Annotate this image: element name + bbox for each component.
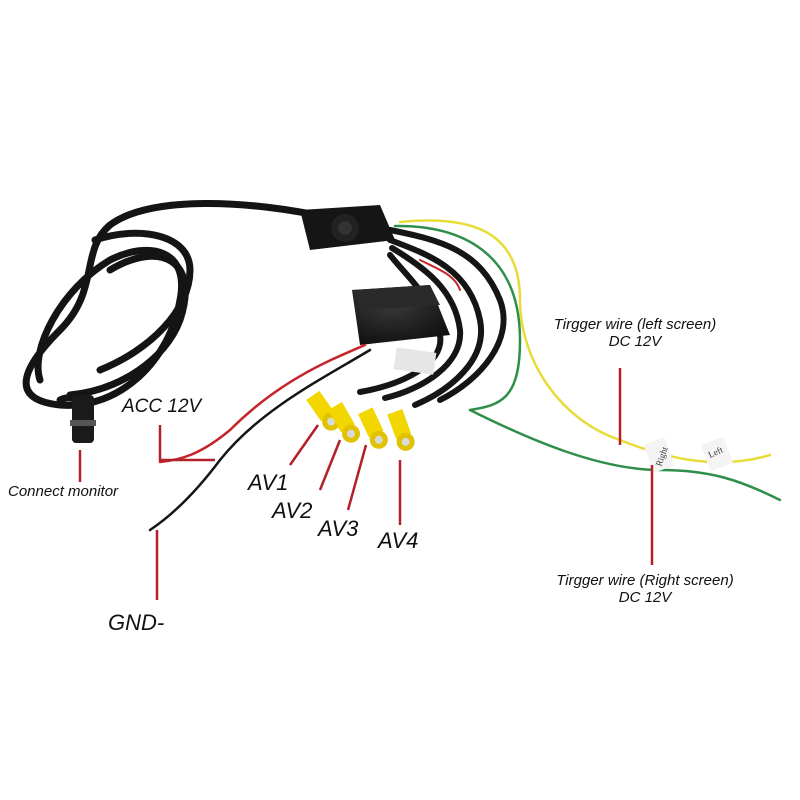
rca-connector-av4 — [387, 409, 415, 451]
callout-av3 — [346, 444, 368, 511]
label-trigger-left: Tirgger wire (left screen) DC 12V — [530, 316, 740, 350]
label-av1: AV1 — [248, 470, 289, 495]
rca-connector-av3 — [358, 407, 388, 449]
power-leads — [148, 343, 372, 532]
callout-lines — [78, 368, 654, 600]
control-box — [352, 285, 450, 375]
rca-connectors — [306, 390, 415, 451]
wire-tags: Right Left — [643, 436, 734, 473]
coiled-cable — [22, 200, 334, 409]
splitter-junction — [300, 205, 395, 250]
label-trigger-left-line2: DC 12V — [608, 333, 662, 350]
callout-av2 — [318, 439, 342, 491]
label-av3: AV3 — [318, 516, 359, 541]
label-trigger-left-line1: Tirgger wire (left screen) — [553, 316, 717, 333]
label-acc: ACC 12V — [122, 396, 202, 417]
label-connect-monitor: Connect monitor — [8, 483, 119, 500]
label-gnd: GND- — [108, 610, 165, 635]
rca-connector-av1 — [306, 390, 341, 431]
callout-av1 — [288, 424, 320, 466]
label-trigger-right-line2: DC 12V — [618, 589, 672, 606]
label-av4: AV4 — [378, 528, 419, 553]
callout-acc — [158, 425, 215, 462]
label-trigger-right-line1: Tirgger wire (Right screen) — [556, 572, 734, 589]
monitor-connector — [70, 395, 96, 443]
label-av2: AV2 — [272, 498, 313, 523]
rca-connector-av2 — [328, 402, 360, 443]
label-trigger-right: Tirgger wire (Right screen) DC 12V — [530, 572, 760, 606]
